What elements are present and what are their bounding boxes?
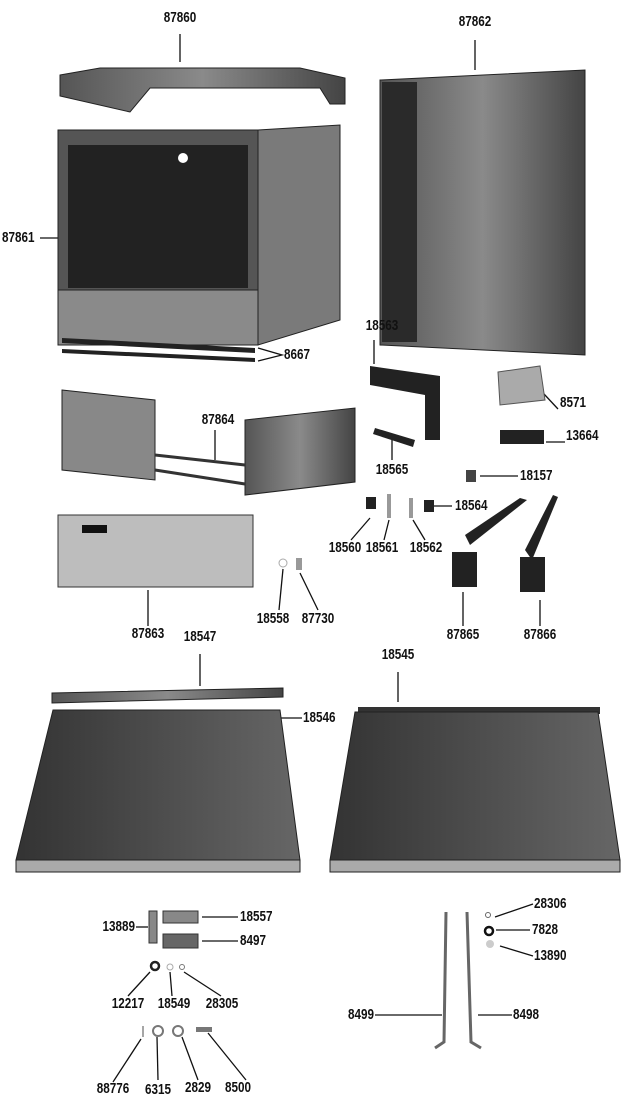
callout-87861: 87861 <box>2 229 35 246</box>
callout-13889: 13889 <box>102 918 135 935</box>
callout-18545: 18545 <box>381 646 415 663</box>
callout-87864: 87864 <box>201 411 235 428</box>
callout-8500: 8500 <box>224 1079 252 1096</box>
callout-13890: 13890 <box>534 947 567 964</box>
callout-13664: 13664 <box>566 427 599 444</box>
callout-18565: 18565 <box>375 461 409 478</box>
callout-87865: 87865 <box>446 626 480 643</box>
callout-18564: 18564 <box>455 497 488 514</box>
callout-87866: 87866 <box>523 626 557 643</box>
callout-8571: 8571 <box>560 394 587 411</box>
callout-18562: 18562 <box>409 539 443 556</box>
callout-2829: 2829 <box>184 1079 212 1096</box>
callout-18558: 18558 <box>256 610 290 627</box>
callout-18157: 18157 <box>520 467 553 484</box>
callout-28305: 28305 <box>205 995 239 1012</box>
callout-18560: 18560 <box>328 539 362 556</box>
callout-18546: 18546 <box>303 709 336 726</box>
callout-87863: 87863 <box>131 625 165 642</box>
callout-8499: 8499 <box>347 1006 374 1023</box>
callout-88776: 88776 <box>96 1080 130 1097</box>
callout-8498: 8498 <box>513 1006 540 1023</box>
callout-12217: 12217 <box>111 995 145 1012</box>
callout-8497: 8497 <box>240 932 267 949</box>
callout-7828: 7828 <box>532 921 559 938</box>
callout-6315: 6315 <box>144 1081 172 1098</box>
callout-8667: 8667 <box>284 346 311 363</box>
callout-18563: 18563 <box>365 317 399 334</box>
callout-87862: 87862 <box>458 13 492 30</box>
callout-87730: 87730 <box>301 610 335 627</box>
callout-87860: 87860 <box>163 9 197 26</box>
callout-18549: 18549 <box>157 995 191 1012</box>
callout-18557: 18557 <box>240 908 273 925</box>
callout-18547: 18547 <box>183 628 217 645</box>
callout-18561: 18561 <box>365 539 399 556</box>
callout-28306: 28306 <box>534 895 567 912</box>
